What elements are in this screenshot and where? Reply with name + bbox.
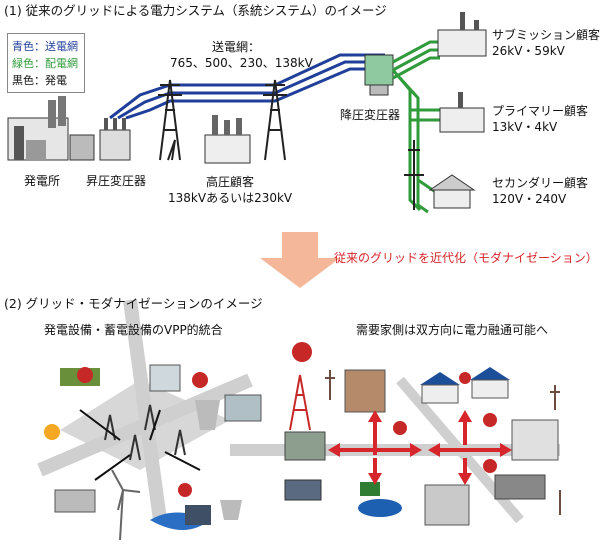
vpp-caption: 発電設備・蓄電設備のVPP的統合: [44, 323, 223, 337]
legend-transmission: 青色：送電網: [12, 40, 78, 53]
distribution-pole-icon: [404, 140, 424, 210]
transmission-voltages: 765、500、230、138kV: [170, 56, 313, 70]
modernization-caption: 従来のグリッドを近代化（モダナイゼーション）: [334, 251, 598, 265]
primary-customer-icon: [439, 92, 485, 133]
step-up-transformer-icon: [99, 118, 131, 161]
transmission-label: 送電網：: [212, 40, 261, 54]
modernization-down-arrow: [260, 232, 340, 288]
transmission-lines: [109, 53, 385, 120]
primary-customer-label: プライマリー顧客: [492, 104, 589, 118]
hv-customer-label: 高圧顧客: [206, 175, 255, 189]
hv-customer-voltage: 138kVあるいは230kV: [168, 191, 293, 205]
power-plant-icon: [7, 96, 95, 161]
submission-customer-icon: [437, 12, 487, 57]
transmission-tower-icon: [158, 79, 182, 161]
step-down-transformer-icon: [364, 54, 394, 96]
primary-customer-voltage: 13kV・4kV: [492, 120, 558, 134]
legend-generation: 黒色：発電: [12, 74, 67, 87]
submission-customer-voltage: 26kV・59kV: [492, 44, 565, 58]
submission-customer-label: サブミッション顧客: [492, 28, 600, 42]
power-plant-label: 発電所: [24, 174, 61, 188]
secondary-customer-house-icon: [428, 174, 476, 209]
step-up-transformer-label: 昇圧変圧器: [86, 174, 147, 188]
factory-icon: [204, 115, 251, 164]
transmission-tower-icon: [263, 79, 287, 161]
secondary-customer-voltage: 120V・240V: [492, 192, 567, 206]
legend-distribution: 緑色：配電網: [12, 57, 78, 70]
bidirectional-caption: 需要家側は双方向に電力融通可能へ: [356, 323, 549, 337]
section2-title: (2) グリッド・モダナイゼーションのイメージ: [4, 296, 263, 311]
step-down-transformer-label: 降圧変圧器: [340, 108, 401, 122]
color-legend: 青色：送電網 緑色：配電網 黒色：発電: [7, 33, 85, 93]
section1-title: (1) 従来のグリッドによる電力システム（系統システム）のイメージ: [4, 3, 387, 18]
secondary-customer-label: セカンダリー顧客: [492, 176, 589, 190]
modernized-grid-illustration: [37, 299, 561, 541]
